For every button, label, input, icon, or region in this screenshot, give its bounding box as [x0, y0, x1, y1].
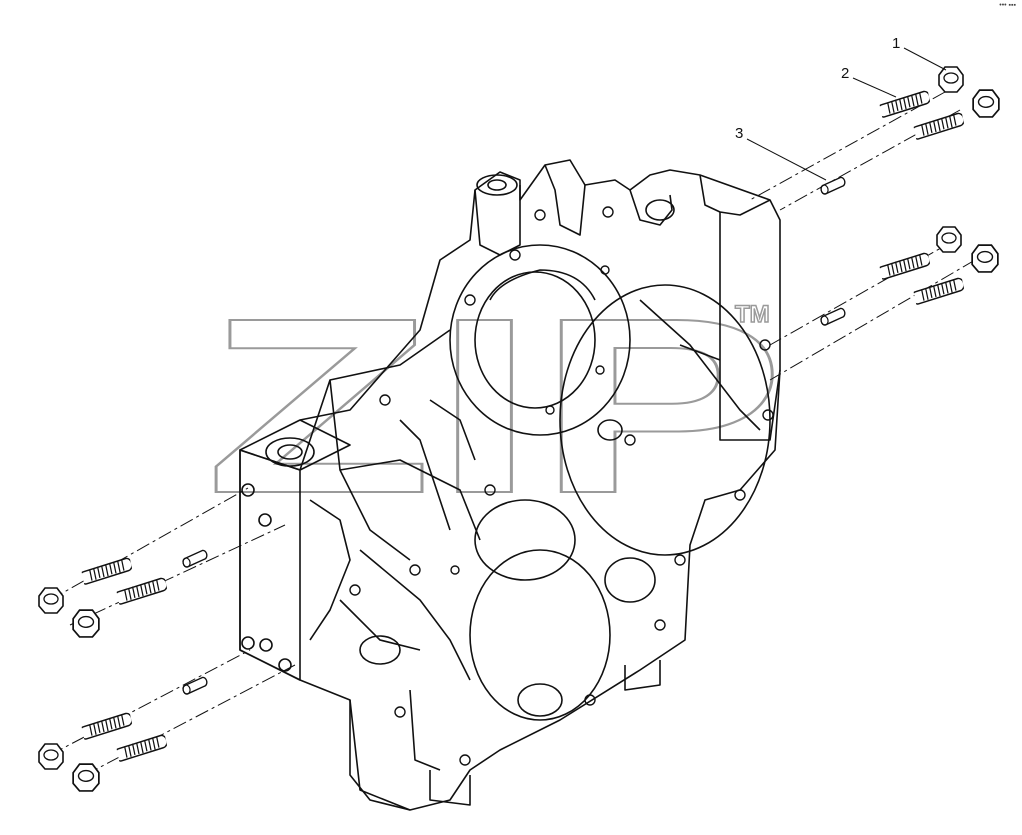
nut-icon	[72, 763, 100, 792]
nut-icon	[72, 609, 100, 638]
nut-icon	[971, 244, 999, 273]
bolt-holes	[349, 206, 774, 766]
stud-icon	[878, 251, 932, 281]
gear-housing	[239, 159, 781, 811]
stud-icon	[878, 89, 932, 119]
nut-icon	[38, 743, 64, 770]
callout-label-1: 1	[892, 35, 900, 52]
watermark: ZIP TM	[204, 265, 786, 546]
watermark-trademark: TM	[735, 301, 770, 328]
dowel-icon	[180, 549, 210, 569]
callout-leader-2	[852, 77, 897, 98]
dowel-icon	[818, 307, 848, 327]
stud-icon	[80, 711, 134, 741]
watermark-text: ZIP	[205, 266, 785, 545]
nut-icon	[38, 587, 64, 614]
dowel-icon	[818, 176, 848, 196]
nut-icon	[936, 226, 962, 253]
fasteners-right	[818, 66, 1000, 327]
callout-label-3: 3	[735, 125, 743, 142]
stud-icon	[912, 276, 966, 306]
fasteners-left	[38, 549, 210, 792]
nut-icon	[938, 66, 964, 93]
stud-icon	[912, 111, 966, 141]
stud-icon	[115, 733, 169, 763]
nut-icon	[972, 89, 1000, 118]
callouts: 1 2 3	[735, 35, 947, 181]
callout-label-2: 2	[841, 65, 849, 82]
callout-leader-1	[903, 47, 947, 71]
corner-mark: ••• ▪▪▪	[999, 2, 1016, 9]
callout-leader-3	[746, 138, 827, 181]
stud-icon	[115, 576, 169, 606]
stud-icon	[80, 556, 134, 586]
